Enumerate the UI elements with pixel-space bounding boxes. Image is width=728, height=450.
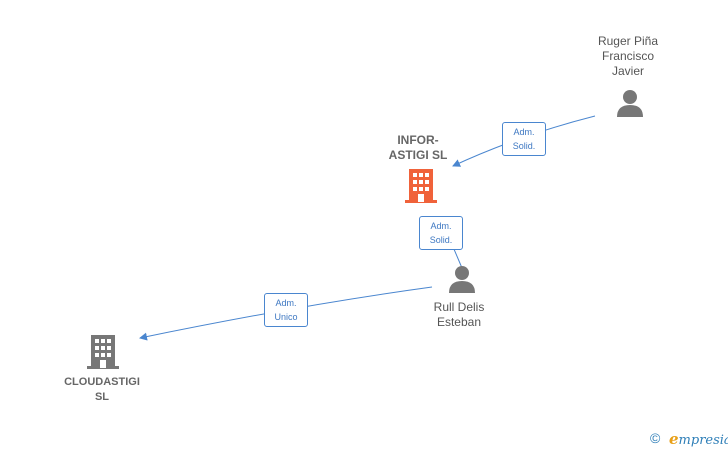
person-icon[interactable]	[447, 264, 477, 294]
brand-logo[interactable]: empresia	[669, 430, 728, 448]
building-icon[interactable]	[86, 334, 120, 370]
building-icon[interactable]	[404, 168, 438, 204]
copyright-icon: ©	[650, 430, 661, 446]
brand-rest: mpresia	[678, 433, 728, 448]
person-icon[interactable]	[615, 88, 645, 118]
brand-e: e	[669, 430, 679, 448]
role-badge[interactable]: Adm. Solid.	[502, 122, 546, 156]
company-infor-label[interactable]: INFOR- ASTIGI SL	[388, 133, 448, 162]
role-badge[interactable]: Adm. Solid.	[419, 216, 463, 250]
person-rull-label[interactable]: Rull Delis Esteban	[433, 300, 485, 329]
company-cloudastigi-label[interactable]: CLOUDASTIGI SL	[64, 376, 140, 403]
role-badge[interactable]: Adm. Unico	[264, 293, 308, 327]
person-ruger-label[interactable]: Ruger Piña Francisco Javier	[597, 34, 659, 78]
